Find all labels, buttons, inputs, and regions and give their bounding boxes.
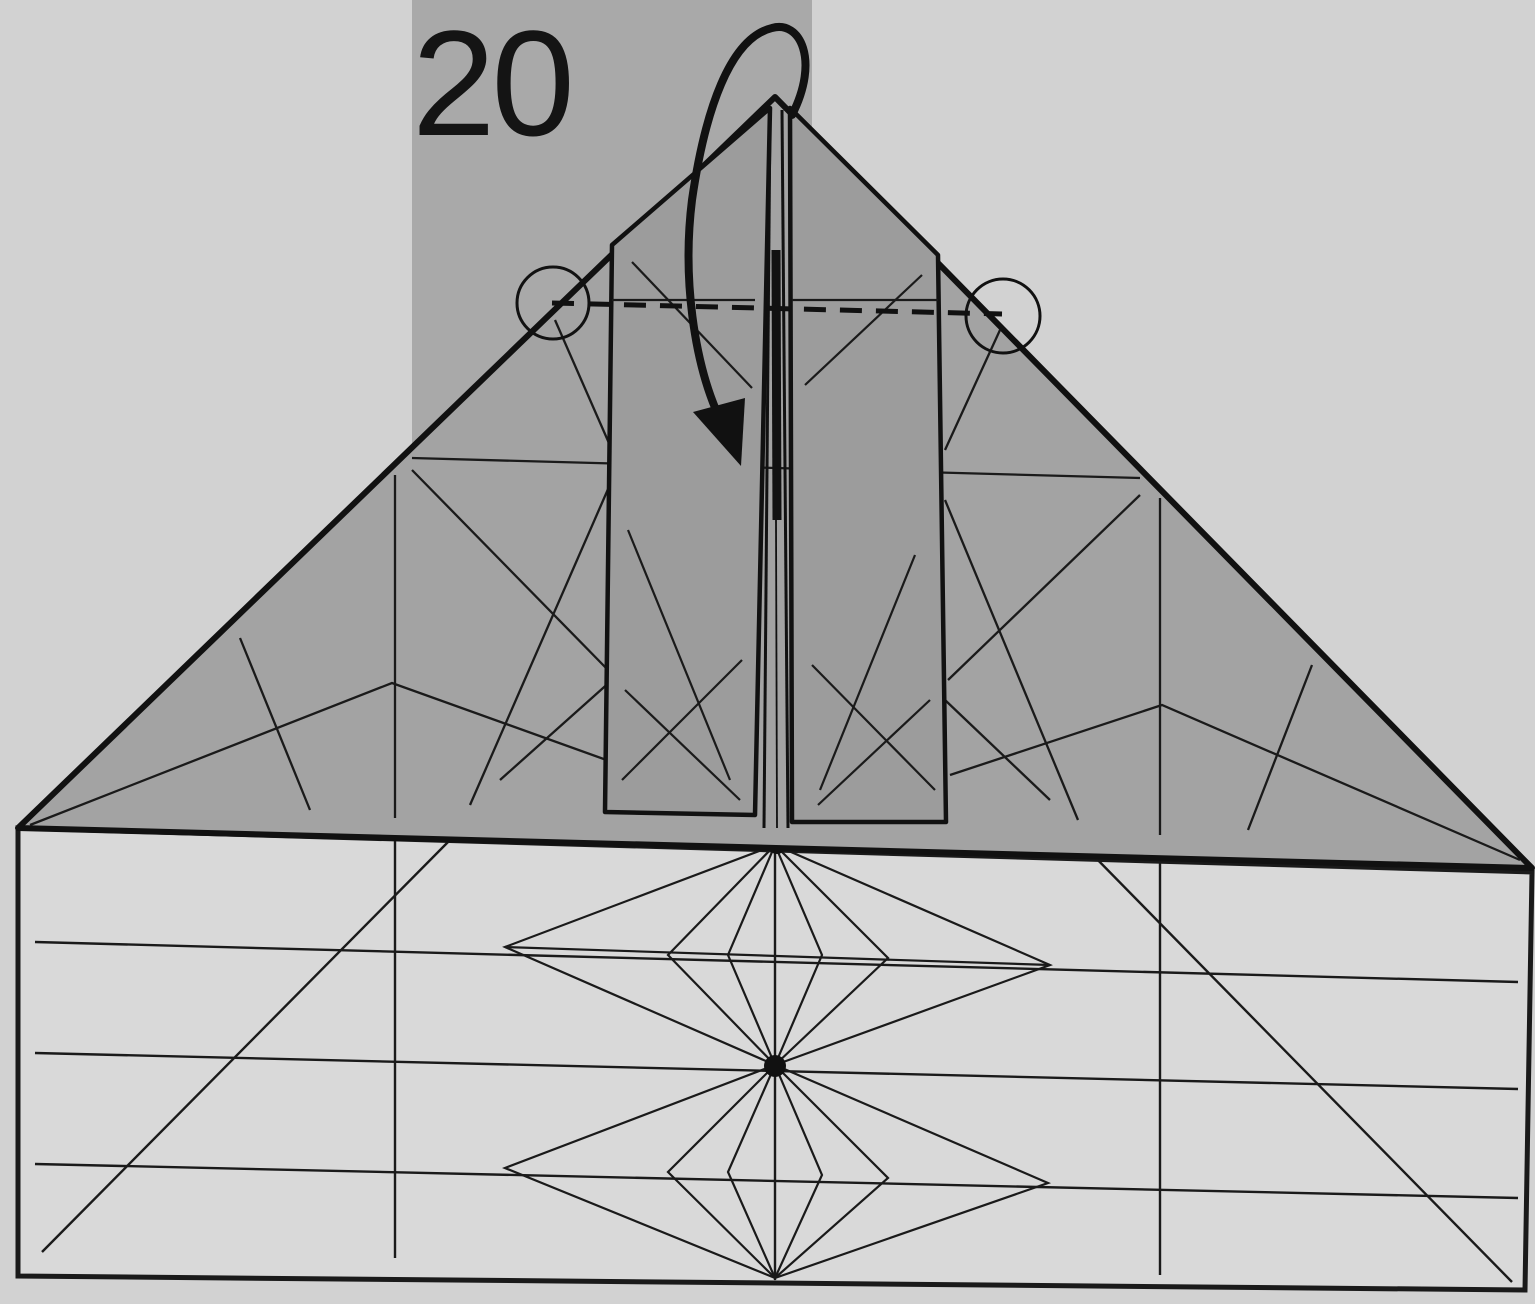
- lower-center-point: [764, 1055, 786, 1077]
- right-center-strip: [790, 108, 946, 822]
- step-number: 20: [412, 8, 571, 158]
